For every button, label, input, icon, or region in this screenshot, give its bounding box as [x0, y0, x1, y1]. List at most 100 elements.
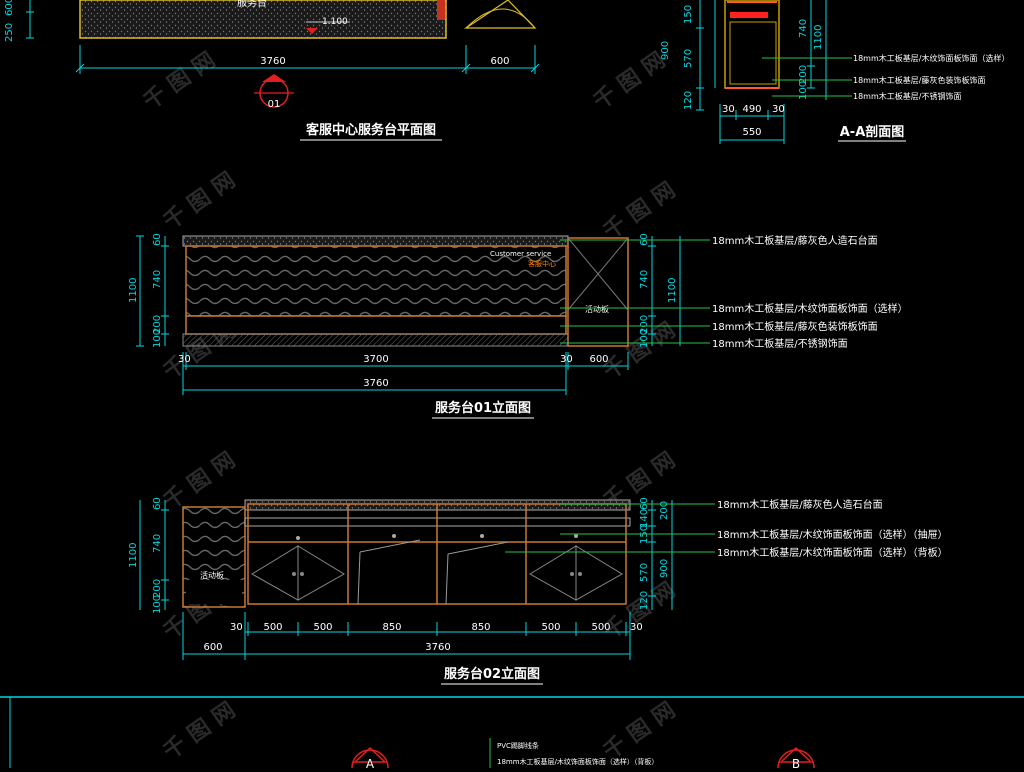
elev02-panel-label: 活动板	[200, 570, 224, 580]
plan-dim-left: 250	[4, 23, 15, 42]
section-aa-dim-right: 200	[798, 65, 809, 84]
section-aa-dim-right: 740	[798, 19, 809, 38]
elev02-dim-bottom-left: 600	[203, 642, 222, 653]
section-aa-dim-total: 550	[742, 127, 761, 138]
section-aa-note: 18mm木工板基层/藤灰色装饰板饰面	[853, 75, 985, 85]
elev02-dim-left: 1100	[128, 543, 139, 568]
section-aa-dim-left: 570	[683, 49, 694, 68]
elev01-sign-cn: 客服中心	[528, 259, 556, 268]
elev01-dim-right: 100	[639, 329, 650, 348]
section-aa-dim-bottom: 30	[772, 104, 785, 115]
elev01-sign-en: Customer service	[490, 250, 551, 258]
section-marker-01: 01	[254, 74, 294, 110]
section-aa-note: 18mm木工板基层/木纹饰面板饰面（选样）	[853, 53, 1009, 63]
plan-dim-bottom: 600	[490, 56, 509, 67]
bottom-note: 18mm木工板基层/木纹饰面板饰面（选样）（背板）	[497, 757, 658, 766]
section-marker-a: A	[351, 746, 389, 771]
elev02-dim-left: 60	[152, 497, 163, 510]
watermark: 千 图 网	[589, 48, 670, 115]
section-aa-view: 150 900 570 120 740 1100 200 100 30 490 …	[660, 0, 1009, 144]
elevation-02-view: 活动板 1100 60 740 200 100	[128, 497, 948, 685]
elev01-title: 服务台01立面图	[435, 400, 531, 416]
elev02-dim-right: 140	[639, 509, 650, 528]
elev02-dim-left: 200	[152, 579, 163, 598]
watermark: 千 图 网	[599, 578, 680, 645]
svg-text:A: A	[366, 757, 375, 768]
section-aa-dim-bottom: 30	[722, 104, 735, 115]
elev02-dim-right: 900	[659, 559, 670, 578]
elev02-cabinet-door-right	[529, 545, 623, 601]
elev02-dim-left: 100	[152, 595, 163, 614]
elev01-base-panel	[185, 315, 567, 335]
elev01-dim-left: 200	[152, 315, 163, 334]
plan-title: 客服中心服务台平面图	[306, 122, 436, 138]
elev02-dim-right: 120	[639, 591, 650, 610]
elev01-dim-right: 1100	[667, 278, 678, 303]
plan-marker-post	[437, 0, 445, 20]
svg-text:01: 01	[268, 99, 281, 110]
elev01-dim-left: 740	[152, 270, 163, 289]
plan-dim-left: 600	[4, 0, 15, 16]
section-aa-dim-left: 150	[683, 5, 694, 24]
elev01-dim-left: 1100	[128, 278, 139, 303]
section-aa-dim-right: 1100	[813, 25, 824, 50]
elev02-dim-total: 3760	[425, 642, 450, 653]
elev02-cabinet-door-left	[251, 545, 345, 601]
elev01-dim-bottom: 30	[560, 354, 573, 365]
watermark: 千 图 网	[159, 448, 240, 515]
elev02-dim-bottom: 500	[591, 622, 610, 633]
level-mark-icon	[306, 28, 318, 34]
elev01-panel-label: 活动板	[585, 304, 609, 314]
elev02-dim-bottom: 30	[630, 622, 643, 633]
section-aa-dim-left: 900	[660, 41, 671, 60]
elev01-note: 18mm木工板基层/不锈钢饰面	[712, 337, 848, 350]
elev02-dim-bottom: 850	[471, 622, 490, 633]
elev01-note: 18mm木工板基层/木纹饰面板饰面（选样）	[712, 302, 908, 315]
elev02-note: 18mm木工板基层/木纹饰面板饰面（选样）（抽屉）	[717, 528, 948, 541]
elev02-dim-bottom: 850	[382, 622, 401, 633]
watermark: 千 图 网	[599, 698, 680, 765]
section-aa-drawer	[730, 12, 768, 18]
elev02-dim-right: 200	[659, 501, 670, 520]
elev01-dim-left: 100	[152, 329, 163, 348]
elev02-dim-bottom: 500	[263, 622, 282, 633]
section-aa-note: 18mm木工板基层/不锈钢饰面	[853, 91, 961, 101]
elev02-title: 服务台02立面图	[444, 666, 540, 682]
elev01-steel-base	[182, 333, 569, 347]
elev01-dim-right: 740	[639, 270, 650, 289]
bottom-section: A B PVC踢脚线条 18mm木工板基层/木纹饰面板饰面（选样）（背板）	[0, 696, 1024, 771]
elev02-dim-right: 570	[639, 563, 650, 582]
section-aa-dim-right: 100	[798, 81, 809, 100]
section-marker-b: B	[777, 746, 815, 771]
plan-level-mark: 1.100	[322, 17, 348, 27]
elev01-dim-left: 60	[152, 233, 163, 246]
elev01-countertop	[182, 235, 569, 247]
watermark: 千 图 网	[159, 168, 240, 235]
elev01-dim-bottom: 600	[589, 354, 608, 365]
elev02-dim-bottom: 500	[541, 622, 560, 633]
section-aa-title: A-A剖面图	[840, 124, 905, 140]
plan-view: 服务台 1.100 600 250 3760 600 01 客服中心服务台平面图	[4, 0, 540, 141]
elev01-note: 18mm木工板基层/藤灰色人造石台面	[712, 234, 878, 247]
elev01-wood-panel	[185, 245, 567, 317]
plan-dim-bottom: 3760	[260, 56, 285, 67]
elev02-note: 18mm木工板基层/木纹饰面板饰面（选样）（背板）	[717, 546, 948, 559]
elev02-note: 18mm木工板基层/藤灰色人造石台面	[717, 498, 883, 511]
plan-counter-top	[79, 0, 447, 39]
bottom-note: PVC踢脚线条	[497, 741, 539, 750]
elevation-01-view: Customer service 客服中心 活动板 1100 60 740 20…	[128, 233, 908, 419]
svg-text:B: B	[792, 757, 800, 768]
elev02-dim-bottom: 500	[313, 622, 332, 633]
plan-door-swing	[464, 0, 537, 29]
elev02-dim-bottom: 30	[230, 622, 243, 633]
elev01-dim-bottom: 3700	[363, 354, 388, 365]
section-aa-dim-left: 120	[683, 91, 694, 110]
plan-counter-label: 服务台	[237, 0, 267, 9]
elev01-side-panel	[567, 237, 629, 347]
watermark-group: 千 图 网 千 图 网 千 图 网 千 图 网 千 图 网 千 图 网 千 图 …	[139, 48, 680, 765]
elev01-dim-bottom: 30	[178, 354, 191, 365]
watermark: 千 图 网	[139, 48, 220, 115]
elev01-dim-total: 3760	[363, 378, 388, 389]
